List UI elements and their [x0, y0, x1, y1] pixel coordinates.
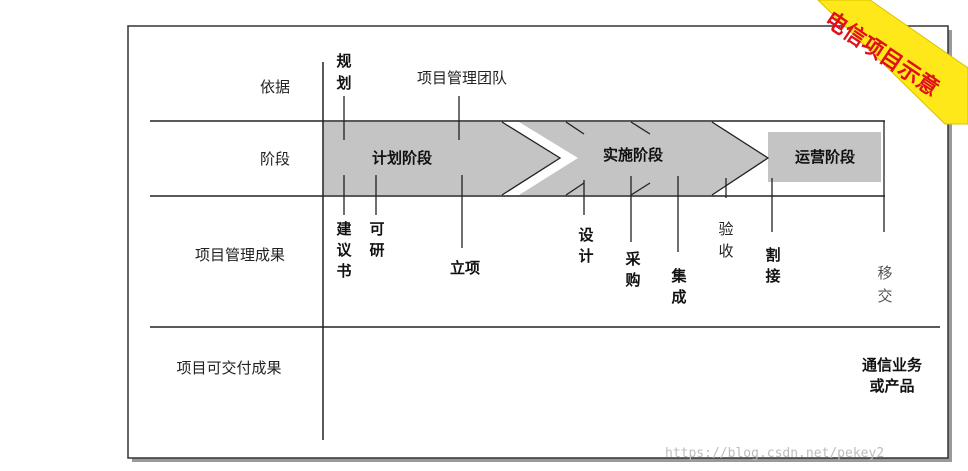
milestone-procurement-1: 采 — [624, 250, 641, 268]
phase-band — [323, 121, 881, 196]
milestone-acceptance-2: 收 — [718, 242, 733, 260]
milestone-design-1: 设 — [578, 226, 593, 244]
operate-phase-box — [768, 132, 881, 182]
milestone-approval: 立项 — [450, 259, 480, 277]
tick-lines — [343, 96, 773, 252]
deliverable-line-1: 通信业务 — [862, 356, 923, 374]
phase-implement-label: 实施阶段 — [603, 146, 663, 164]
hatch-line — [565, 182, 585, 196]
implement-arrow-edge — [711, 121, 770, 196]
milestone-proposal-2: 议 — [336, 241, 352, 259]
milestone-proposal-1: 建 — [336, 220, 352, 238]
hatch-line — [630, 182, 651, 196]
milestone-handover-2: 交 — [877, 287, 892, 305]
milestone-proposal-3: 书 — [336, 262, 351, 280]
implement-phase-arrow — [519, 122, 768, 195]
frame — [127, 25, 949, 459]
milestone-cutover-1: 割 — [765, 246, 780, 264]
milestone-integration-2: 成 — [671, 288, 686, 306]
hatch-line — [630, 121, 651, 135]
milestone-feasibility-2: 研 — [369, 241, 384, 259]
basis-planning-1: 规 — [336, 52, 351, 70]
milestone-integration-1: 集 — [670, 267, 687, 285]
basis-pm-team: 项目管理团队 — [417, 69, 507, 87]
plan-phase-arrow — [323, 122, 560, 195]
milestone-feasibility-1: 可 — [369, 220, 384, 238]
plan-arrow-edge — [501, 121, 562, 196]
milestone-cutover-2: 接 — [765, 267, 780, 285]
milestone-procurement-2: 购 — [625, 271, 640, 289]
phase-plan-label: 计划阶段 — [372, 149, 432, 167]
row-label-deliverables: 项目可交付成果 — [176, 359, 281, 377]
row-label-phase: 阶段 — [260, 150, 290, 168]
row-label-pm-results: 项目管理成果 — [195, 246, 285, 264]
hatch-line — [565, 121, 585, 135]
milestone-handover-1: 移 — [877, 264, 892, 282]
milestone-acceptance-1: 验 — [718, 220, 733, 238]
row-label-basis: 依据 — [260, 78, 290, 96]
basis-planning-2: 划 — [336, 74, 351, 92]
milestone-design-2: 计 — [578, 247, 593, 265]
deliverable-line-2: 或产品 — [869, 377, 914, 395]
watermark: https://blog.csdn.net/pekey2 — [665, 446, 884, 461]
phase-operate-label: 运营阶段 — [795, 148, 855, 166]
